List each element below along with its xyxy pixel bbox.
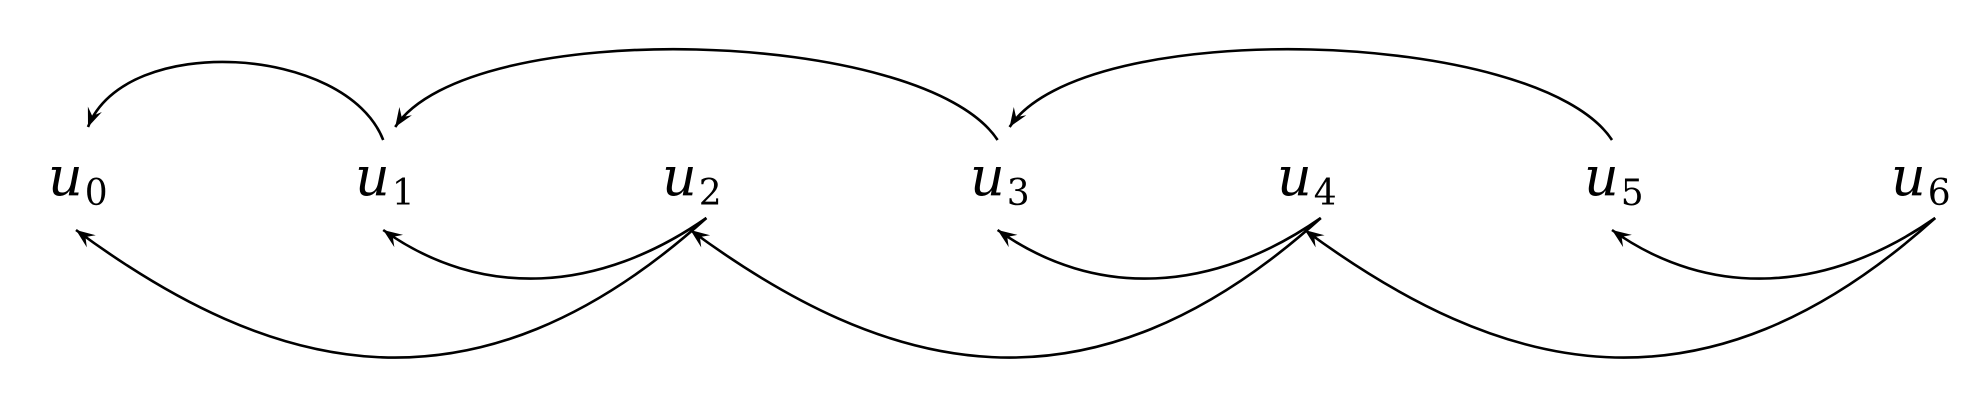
arrowhead-u4-to-u3	[997, 230, 1018, 248]
arrowhead-u6-to-u4	[1304, 230, 1325, 248]
arrowhead-u5-to-u3	[1009, 107, 1027, 127]
edge-u1-to-u0	[86, 60, 385, 141]
node-u4: u4	[1277, 145, 1337, 214]
node-u4-subscript: 4	[1314, 173, 1337, 214]
edge-u2-to-u1	[382, 216, 708, 280]
edge-u6-to-u5	[1611, 216, 1936, 280]
edge-u2-to-u0	[75, 217, 708, 359]
edge-u4-to-u3	[996, 216, 1322, 280]
node-u5-subscript: 5	[1621, 173, 1644, 214]
node-u1: u1	[355, 145, 415, 214]
node-u2: u2	[662, 145, 722, 214]
edge-u4-to-u2	[689, 217, 1322, 359]
arrowhead-u1-to-u0	[87, 106, 102, 127]
arrowhead-u3-to-u1	[395, 107, 412, 127]
node-u6-subscript: 6	[1928, 173, 1951, 214]
node-u0: u0	[48, 145, 108, 214]
arrowhead-u2-to-u1	[383, 230, 404, 248]
arrowhead-u6-to-u5	[1612, 230, 1632, 248]
edges-layer	[75, 47, 1937, 359]
arrowhead-u2-to-u0	[76, 230, 96, 248]
edge-u6-to-u4	[1304, 217, 1937, 359]
edge-u5-to-u3	[1008, 47, 1614, 141]
node-u1-subscript: 1	[392, 173, 415, 214]
node-u3-subscript: 3	[1007, 173, 1030, 214]
edge-u3-to-u1	[394, 47, 999, 141]
node-u0-subscript: 0	[85, 173, 108, 214]
nodes-layer: u0 u1 u2 u3 u4 u5 u6	[48, 145, 1951, 214]
node-u3: u3	[970, 145, 1030, 214]
arrowhead-u4-to-u2	[690, 230, 711, 248]
node-u2-subscript: 2	[699, 173, 722, 214]
node-u6: u6	[1891, 145, 1951, 214]
node-u5: u5	[1584, 145, 1644, 214]
